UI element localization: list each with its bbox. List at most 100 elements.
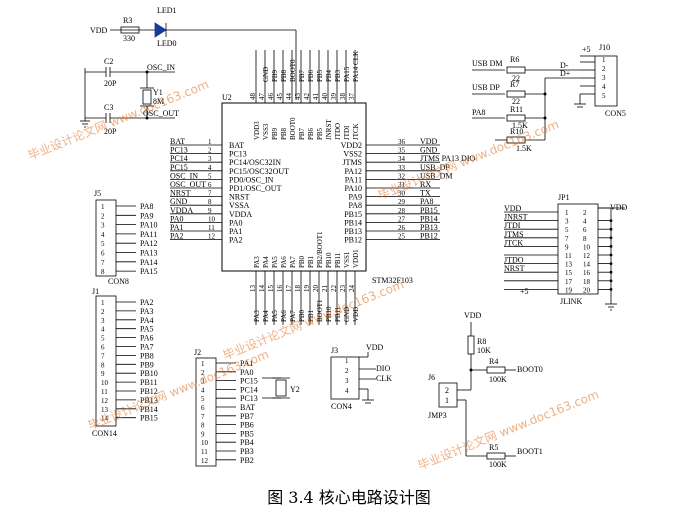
chip-pin-name: PB7 xyxy=(298,127,306,140)
boot1-label: BOOT1 xyxy=(517,447,543,456)
chip-pin-net: GND xyxy=(262,67,270,82)
chip-pin-number: 38 xyxy=(339,93,347,101)
chip-pin-number: 8 xyxy=(208,198,212,206)
chip-pin-net: BOOT1 xyxy=(316,299,324,322)
chip-pin-name: PA10 xyxy=(345,184,363,193)
chip-pin-net: OSC_IN xyxy=(170,171,198,180)
j3-vdd: VDD xyxy=(366,343,384,352)
j10-pin-number: 4 xyxy=(602,83,606,91)
jtag-pin-number: 2 xyxy=(583,209,587,217)
connector-pin-number: 8 xyxy=(201,422,205,430)
connector-net: PA3 xyxy=(140,307,154,316)
j6-ref: J6 xyxy=(428,373,435,382)
chip-pin-name: JTDI xyxy=(343,125,351,140)
connector-net: PB15 xyxy=(140,414,158,423)
junction-dot xyxy=(145,116,149,120)
c2-value: 20P xyxy=(104,79,117,88)
chip-pin-number: 48 xyxy=(249,93,257,101)
connector-net: PA0 xyxy=(240,368,254,377)
resistor-r3 xyxy=(120,26,140,34)
chip-pin-number: 28 xyxy=(398,207,406,215)
r6-ref: R6 xyxy=(510,55,519,64)
led0-label: LED0 xyxy=(157,39,177,48)
connector-net: PA1 xyxy=(240,359,254,368)
resistor-r5 xyxy=(486,452,506,460)
junction-dot xyxy=(609,262,613,265)
chip-pin-name: PA2 xyxy=(229,236,243,245)
jtag-net: JTCK xyxy=(504,238,523,247)
osc-in-label: OSC_IN xyxy=(147,63,175,72)
chip-pin-net: PB5 xyxy=(316,69,324,82)
jp1-plus5: +5 xyxy=(520,287,529,296)
j10-ref: J10 xyxy=(599,43,610,52)
jtag-pin-number: 15 xyxy=(565,269,573,277)
connector-net: PB7 xyxy=(240,412,254,421)
chip-pin-number: 43 xyxy=(294,93,302,101)
chip-pin-net: PA8 xyxy=(420,197,434,206)
j3-pin-number: 1 xyxy=(345,357,349,365)
connector-net: PC13 xyxy=(240,394,258,403)
chip-pin-name: PA6 xyxy=(280,256,288,268)
j3-pin-number: 3 xyxy=(345,377,349,385)
jtag-pin-number: 4 xyxy=(583,218,587,226)
chip-pin-net: PA6 xyxy=(280,310,288,322)
chip-pin-net: PA2 xyxy=(170,232,184,241)
junction-dot xyxy=(609,288,613,291)
j6-pin-2: 2 xyxy=(445,386,449,395)
c3-ref: C3 xyxy=(104,103,113,112)
connector-pin-number: 12 xyxy=(201,457,209,465)
chip-pin-number: 10 xyxy=(208,215,216,223)
jtag-net: JTDO xyxy=(504,256,524,265)
connector-pin-number: 2 xyxy=(101,212,105,220)
jumper-j6 xyxy=(438,382,458,408)
chip-pin-number: 9 xyxy=(208,207,212,215)
chip-pin-name: PA12 xyxy=(345,167,363,176)
connector-pin-number: 4 xyxy=(101,231,105,239)
chip-pin-net: VDDA xyxy=(170,206,193,215)
chip-pin-net: PC14 xyxy=(170,154,188,163)
jtag-net: JTDI xyxy=(504,221,521,230)
chip-pin-number: 4 xyxy=(208,164,212,172)
jtag-pin-number: 6 xyxy=(583,226,587,234)
chip-pin-number: 29 xyxy=(398,198,406,206)
chip-pin-name: PA9 xyxy=(349,193,363,202)
jp1-name: JLINK xyxy=(560,297,582,306)
chip-pin-name: NRST xyxy=(229,193,250,202)
j3-pin-number: 2 xyxy=(345,367,349,375)
r3-value: 330 xyxy=(123,34,135,43)
chip-pin-number: 12 xyxy=(208,233,216,241)
chip-pin-net: PA3 xyxy=(253,310,261,322)
connector-net: PA9 xyxy=(140,211,154,220)
connector-net: PA10 xyxy=(140,221,158,230)
connector-j2 xyxy=(195,357,217,467)
chip-pin-name: PD0/OSC_IN xyxy=(229,175,274,184)
junction-dot xyxy=(469,368,473,372)
jtag-pin-number: 7 xyxy=(565,235,569,243)
chip-part: STM32F103 xyxy=(372,276,413,285)
jtag-pin-number: 13 xyxy=(565,261,573,269)
connector-pin-number: 8 xyxy=(101,268,105,276)
chip-pin-net: PB9 xyxy=(271,69,279,82)
j2-ref: J2 xyxy=(194,348,201,357)
connector-jp1 xyxy=(557,203,599,295)
junction-dot xyxy=(543,92,547,96)
chip-pin-number: 42 xyxy=(303,93,311,101)
chip-pin-name: PB8 xyxy=(280,127,288,140)
connector-net: PA5 xyxy=(140,325,154,334)
connector-j1 xyxy=(95,295,117,427)
connector-net: PB4 xyxy=(240,438,254,447)
connector-net: PA14 xyxy=(140,258,158,267)
chip-pin-number: 25 xyxy=(398,233,406,241)
chip-pin-name: PA5 xyxy=(271,256,279,268)
r11-ref: R11 xyxy=(510,105,523,114)
chip-pin-net: PB13 xyxy=(420,223,438,232)
chip-pin-net: USB_DP xyxy=(420,163,450,172)
chip-pin-net: PA7 xyxy=(289,310,297,322)
chip-pin-name: PA8 xyxy=(349,201,363,210)
connector-net: PC15 xyxy=(240,377,258,386)
jtag-pin-number: 18 xyxy=(583,278,591,286)
connector-net: PB12 xyxy=(140,387,158,396)
chip-pin-name: PB15 xyxy=(344,210,362,219)
chip-pin-name: VSS2 xyxy=(343,150,362,159)
